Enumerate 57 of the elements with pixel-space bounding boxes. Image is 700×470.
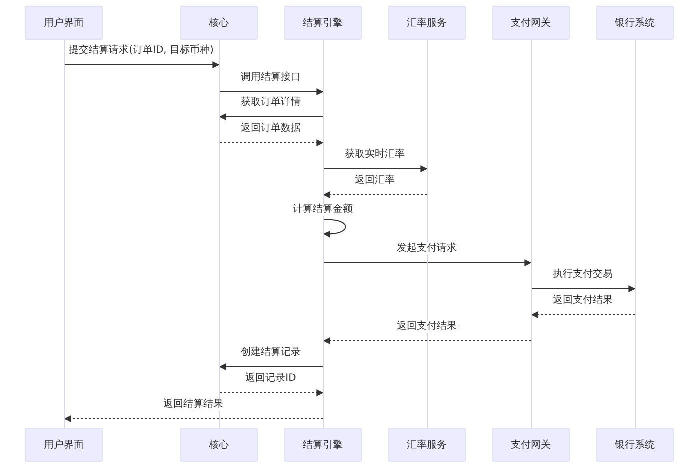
message-label: 获取订单详情 xyxy=(239,97,303,109)
message-label: 返回结算结果 xyxy=(162,399,226,411)
lifeline xyxy=(219,40,220,428)
message-arrow xyxy=(324,166,428,172)
participant-box xyxy=(492,428,570,462)
participant-name: 银行系统 xyxy=(615,16,655,30)
participant-box xyxy=(180,6,258,40)
participant-box xyxy=(492,6,570,40)
message-arrow xyxy=(64,416,324,422)
participant-name: 用户界面 xyxy=(44,16,84,30)
message-label: 返回记录ID xyxy=(244,373,298,385)
message-label: 返回汇率 xyxy=(353,175,397,187)
message-label: 返回支付结果 xyxy=(551,295,615,307)
participant-box xyxy=(388,6,466,40)
participant-box xyxy=(596,6,674,40)
message-arrow xyxy=(219,364,324,370)
participant-name: 结算引擎 xyxy=(303,16,343,30)
participant-box xyxy=(25,428,103,462)
message-arrow xyxy=(220,140,324,146)
message-arrow xyxy=(220,88,324,96)
participant-box xyxy=(25,6,103,40)
message-label: 返回订单数据 xyxy=(239,123,303,135)
participant-name: 核心 xyxy=(209,16,229,30)
message-arrow xyxy=(220,390,324,396)
participant-box xyxy=(284,6,362,40)
message-label: 创建结算记录 xyxy=(239,347,303,359)
message-arrow xyxy=(531,312,636,318)
message-label: 返回支付结果 xyxy=(395,321,459,333)
participant-box xyxy=(180,428,258,462)
message-arrow xyxy=(323,219,346,238)
participant-box xyxy=(388,428,466,462)
message-arrow xyxy=(323,338,532,344)
participant-name: 汇率服务 xyxy=(407,438,447,452)
lifeline xyxy=(427,40,428,428)
message-label: 发起支付请求 xyxy=(395,243,459,255)
lifeline xyxy=(323,40,324,428)
lifeline xyxy=(64,40,65,428)
message-label: 提交结算请求(订单ID, 目标币种) xyxy=(67,45,216,57)
participant-name: 用户界面 xyxy=(44,438,84,452)
lifeline xyxy=(531,40,532,428)
lifeline xyxy=(635,40,636,428)
message-arrow xyxy=(323,192,428,198)
participant-box xyxy=(284,428,362,462)
participant-box xyxy=(596,428,674,462)
participant-name: 汇率服务 xyxy=(407,16,447,30)
participant-name: 核心 xyxy=(209,438,229,452)
participant-name: 结算引擎 xyxy=(303,438,343,452)
participant-name: 支付网关 xyxy=(511,438,551,452)
message-arrow xyxy=(219,114,324,120)
message-label: 计算结算金额 xyxy=(291,204,355,216)
participant-name: 银行系统 xyxy=(615,438,655,452)
message-label: 执行支付交易 xyxy=(551,269,615,281)
message-arrow xyxy=(64,62,220,68)
message-arrow xyxy=(532,286,636,292)
message-arrow xyxy=(324,260,532,266)
message-label: 获取实时汇率 xyxy=(343,149,407,161)
participant-name: 支付网关 xyxy=(511,16,551,30)
